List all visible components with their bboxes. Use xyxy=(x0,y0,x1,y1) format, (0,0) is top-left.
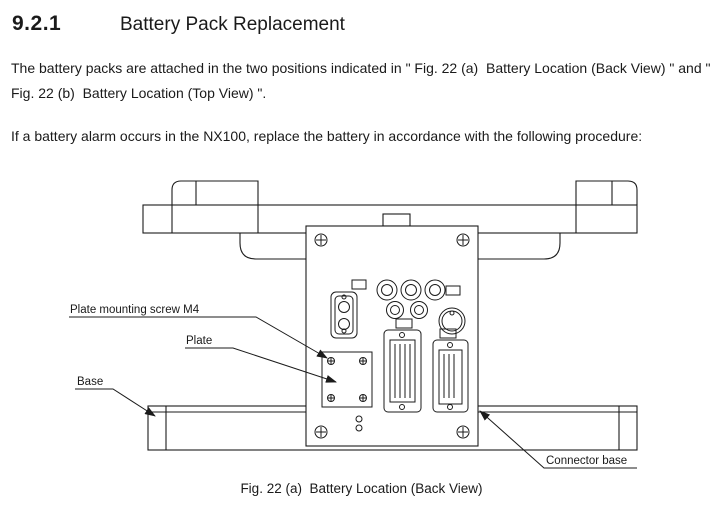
panel-corner-screws xyxy=(314,233,470,439)
mounting-plate xyxy=(321,351,373,408)
paragraph-battery-alarm: If a battery alarm occurs in the NX100, … xyxy=(11,128,643,144)
figure-labels: Plate mounting screw M4 Plate Base Conne… xyxy=(70,304,627,467)
label-plate: Plate xyxy=(186,335,212,347)
plate-arrow xyxy=(185,347,337,383)
section-title: Battery Pack Replacement xyxy=(120,14,345,35)
figure-battery-location-back-view: Plate mounting screw M4 Plate Base Conne… xyxy=(69,180,638,469)
label-arrows xyxy=(69,316,637,469)
figure-caption: Fig. 22 (a) Battery Location (Back View) xyxy=(240,481,483,496)
plate-mounting-screw-arrow xyxy=(69,316,328,359)
base-arrow xyxy=(75,388,156,417)
section-number: 9.2.1 xyxy=(12,12,62,35)
panel-connectors xyxy=(330,279,469,432)
section-heading: 9.2.1 Battery Pack Replacement xyxy=(12,12,345,36)
paragraph-battery-positions: The battery packs are attached in the tw… xyxy=(11,60,715,101)
label-connector-base: Connector base xyxy=(546,455,627,467)
label-plate-mounting-screw: Plate mounting screw M4 xyxy=(70,304,200,316)
label-base: Base xyxy=(77,376,103,388)
connector-base-arrow xyxy=(479,410,637,469)
